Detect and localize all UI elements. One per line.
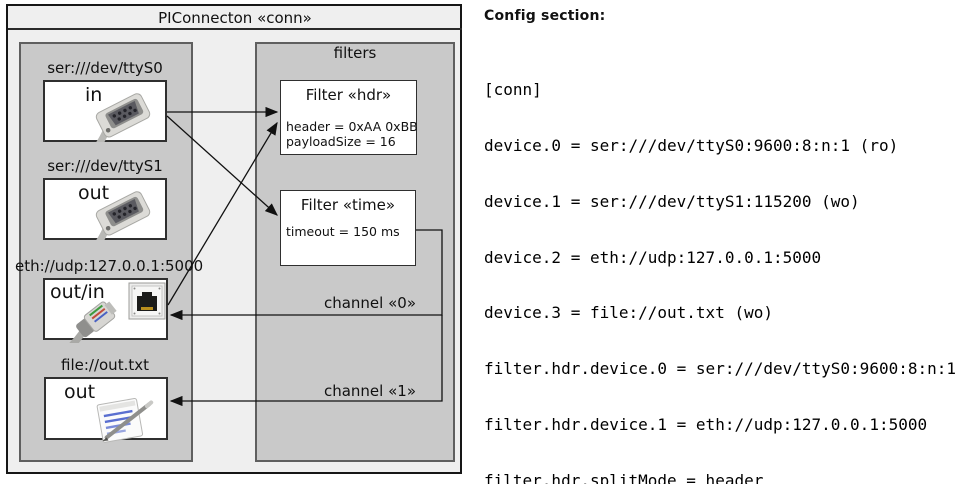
device-box-file: out: [44, 377, 168, 443]
filter-title: Filter «hdr»: [305, 86, 392, 104]
config-line: [conn]: [484, 80, 542, 100]
filter-property: header = 0xAA 0xBB: [286, 119, 418, 134]
device-mode-label: in: [85, 84, 103, 106]
device-url-label: ser:///dev/ttyS1: [47, 157, 163, 175]
config-line: device.3 = file://out.txt (wo): [484, 303, 773, 323]
device-box-eth: out/in: [43, 278, 168, 343]
config-line: device.2 = eth://udp:127.0.0.1:5000: [484, 247, 822, 267]
device-url-label: eth://udp:127.0.0.1:5000: [15, 257, 204, 275]
device-box-ttyS1: out: [43, 178, 167, 240]
device-mode-label: out/in: [50, 281, 105, 303]
config-section-heading: Config section:: [484, 8, 606, 24]
filter-title: Filter «time»: [300, 196, 396, 214]
config-line: filter.hdr.device.0 = ser:///dev/ttyS0:9…: [484, 359, 957, 379]
connection-title: PIConnecton «conn»: [8, 7, 462, 30]
notepad-icon: [96, 397, 154, 443]
device-url-label: file://out.txt: [61, 356, 149, 374]
serial-connector-icon: [88, 93, 151, 142]
filter-property: timeout = 150 ms: [286, 224, 400, 239]
filters-container-title: filters: [333, 44, 377, 62]
config-line: device.0 = ser:///dev/ttyS0:9600:8:n:1 (…: [484, 135, 899, 155]
config-line: filter.hdr.splitMode = header: [484, 470, 764, 484]
device-box-ttyS0: in: [43, 80, 167, 142]
channel-0-label: channel «0»: [323, 294, 416, 312]
filter-property: payloadSize = 16: [286, 134, 396, 149]
serial-connector-icon: [88, 191, 151, 240]
device-mode-label: out: [64, 381, 96, 403]
device-mode-label: out: [78, 182, 110, 204]
filter-box-time: Filter «time» timeout = 150 ms: [280, 190, 416, 266]
channel-1-label: channel «1»: [323, 382, 416, 400]
filter-box-hdr: Filter «hdr» header = 0xAA 0xBB payloadS…: [280, 80, 418, 155]
config-line: filter.hdr.device.1 = eth://udp:127.0.0.…: [484, 414, 928, 434]
config-text: [conn] device.0 = ser:///dev/ttyS0:9600:…: [484, 44, 962, 484]
device-url-label: ser:///dev/ttyS0: [47, 59, 163, 77]
ethernet-plug-icon: [65, 301, 117, 343]
ethernet-socket-icon: [128, 282, 166, 320]
config-line: device.1 = ser:///dev/ttyS1:115200 (wo): [484, 191, 860, 211]
